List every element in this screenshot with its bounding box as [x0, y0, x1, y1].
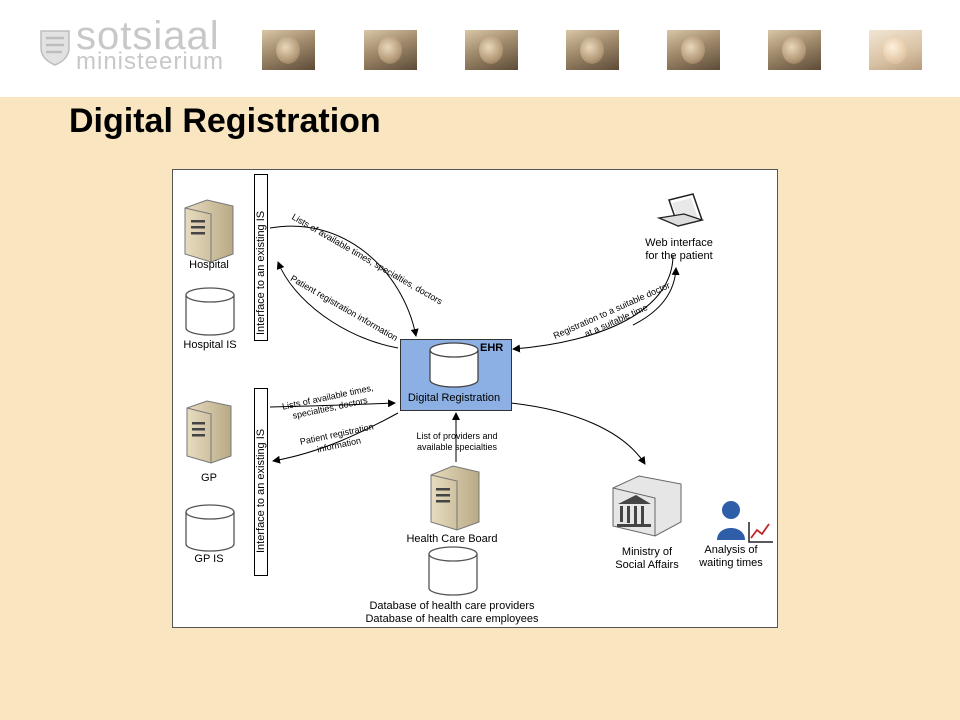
header-photo-7 — [869, 30, 922, 70]
web-interface-label: Web interface for the patient — [645, 237, 713, 263]
ministry-label: Ministry of Social Affairs — [615, 546, 678, 572]
analyst-person-icon — [717, 501, 745, 540]
header-photo-6 — [768, 30, 821, 70]
web-interface-line-1: Web interface — [645, 237, 713, 249]
arrow-gp-patient-info — [272, 412, 399, 464]
digital-registration-label: Digital Registration — [407, 392, 501, 404]
header-photo-2 — [364, 30, 417, 70]
page-title: Digital Registration — [69, 102, 381, 140]
providers-label: List of providers and available specialt… — [416, 431, 497, 453]
ehr-label: EHR — [480, 342, 504, 354]
interface-label-bottom: Interface to an existing IS — [255, 428, 267, 553]
health-care-board-label: Health Care Board — [406, 533, 498, 545]
gp-server-icon — [186, 400, 232, 464]
interface-label-top: Interface to an existing IS — [255, 210, 267, 335]
analysis-line-2: waiting times — [699, 557, 763, 569]
header-photo-1 — [262, 30, 315, 70]
header-photo-5 — [667, 30, 720, 70]
hospital-is-label: Hospital IS — [183, 339, 237, 351]
ministry-building-icon — [612, 475, 682, 537]
hospital-label: Hospital — [189, 259, 229, 271]
arrow-registration — [512, 254, 674, 353]
logo-word-sotsiaal: sotsiaal — [76, 14, 220, 58]
arrow-gp-lists — [269, 399, 396, 408]
arrow-to-web — [632, 267, 680, 326]
arrow-to-ministry — [510, 402, 646, 465]
gp-database-icon — [185, 504, 235, 552]
database-label: Database of health care providers Databa… — [365, 600, 538, 626]
logo-word-ministeerium: ministeerium — [76, 48, 225, 75]
arrow-hospital-patient-info — [276, 261, 399, 349]
laptop-icon — [656, 193, 705, 227]
web-interface-line-2: for the patient — [645, 250, 713, 262]
gp-label: GP — [201, 472, 217, 484]
database-line-1: Database of health care providers — [369, 600, 535, 612]
providers-line-2: available specialties — [416, 442, 498, 452]
ministry-line-2: Social Affairs — [615, 559, 679, 571]
hospital-server-icon — [184, 199, 234, 263]
analysis-line-1: Analysis of — [704, 544, 758, 556]
database-line-2: Database of health care employees — [365, 613, 539, 625]
providers-line-1: List of providers and — [416, 431, 498, 441]
interface-bar-top — [254, 174, 268, 341]
header-band: sotsiaal ministeerium — [0, 0, 960, 97]
registration-diagram: EHR Digital Registration Interface to an… — [172, 169, 778, 628]
health-care-board-server-icon — [430, 465, 480, 531]
coat-of-arms-icon — [40, 30, 70, 66]
arrow-hospital-lists — [269, 225, 419, 337]
health-care-database-icon — [428, 546, 478, 596]
trend-chart-icon — [748, 522, 773, 543]
ministry-line-1: Ministry of — [621, 546, 673, 558]
gp-is-label: GP IS — [194, 553, 224, 565]
header-photo-4 — [566, 30, 619, 70]
analysis-label: Analysis of waiting times — [699, 544, 763, 570]
interface-bar-bottom — [254, 388, 268, 576]
sotsiaalministeerium-logo[interactable]: sotsiaal ministeerium — [38, 14, 238, 75]
header-photo-3 — [465, 30, 518, 70]
hospital-database-icon — [185, 287, 235, 336]
